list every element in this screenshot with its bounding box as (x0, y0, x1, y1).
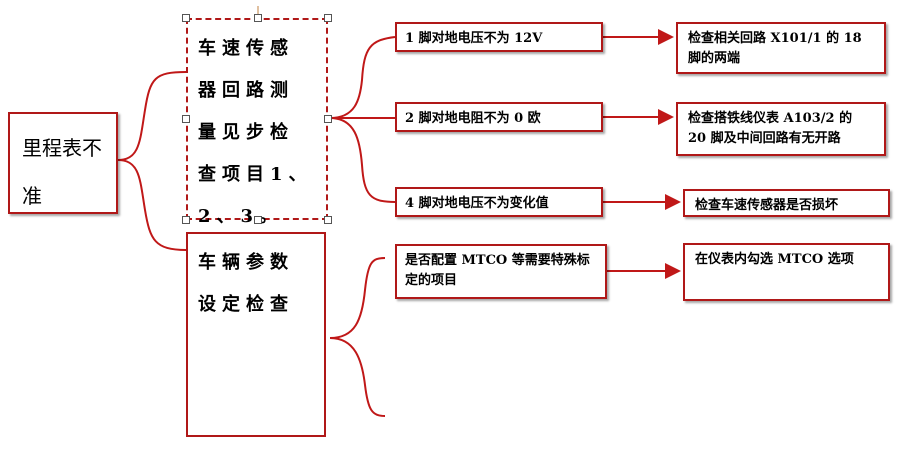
root-brace-lower (117, 159, 187, 251)
branch-1-node[interactable]: 车速传感器回路测量见步检查项目1、2、3。 (186, 18, 328, 227)
selection-handle[interactable] (182, 14, 190, 22)
check-3-label: 4 脚对地电压不为变化值 (405, 196, 549, 211)
selection-handle[interactable] (324, 115, 332, 123)
check-2-node[interactable]: 2 脚对地电阻不为 0 欧 (395, 102, 603, 132)
check-2-label: 2 脚对地电阻不为 0 欧 (405, 111, 541, 126)
action-1-label: 检查相关回路 X101/1 的 18 脚的两端 (688, 31, 862, 66)
branch-2-label: 车辆参数设定检查 (198, 252, 294, 315)
root-label: 里程表不准 (22, 136, 102, 208)
selection-handle[interactable] (254, 14, 262, 22)
action-3-node[interactable]: 检查车速传感器是否损坏 (683, 189, 890, 217)
action-1-node[interactable]: 检查相关回路 X101/1 的 18 脚的两端 (676, 22, 886, 74)
selection-handle[interactable] (182, 216, 190, 224)
selection-handle[interactable] (324, 216, 332, 224)
branch-2-node[interactable]: 车辆参数设定检查 (186, 232, 326, 437)
root-node[interactable]: 里程表不准 (8, 112, 118, 214)
branch2-brace-bottom (329, 337, 386, 417)
check-4-label: 是否配置 MTCO 等需要特殊标定的项目 (405, 253, 590, 288)
check-1-node[interactable]: 1 脚对地电压不为 12V (395, 22, 603, 52)
root-brace (117, 71, 187, 161)
check-4-node[interactable]: 是否配置 MTCO 等需要特殊标定的项目 (395, 244, 607, 299)
selection-handle[interactable] (182, 115, 190, 123)
branch1-brace-top (329, 36, 396, 119)
action-3-label: 检查车速传感器是否损坏 (695, 198, 839, 213)
check-3-node[interactable]: 4 脚对地电压不为变化值 (395, 187, 603, 217)
branch1-brace-bottom (329, 117, 396, 203)
selection-handle[interactable] (324, 14, 332, 22)
action-2-node[interactable]: 检查搭铁线仪表 A103/2 的 20 脚及中间回路有无开路 (676, 102, 886, 156)
action-4-node[interactable]: 在仪表内勾选 MTCO 选项 (683, 243, 890, 301)
selection-handle[interactable] (254, 216, 262, 224)
action-4-label: 在仪表内勾选 MTCO 选项 (695, 252, 854, 267)
check-1-label: 1 脚对地电压不为 12V (405, 31, 543, 46)
branch2-brace-top (329, 257, 386, 339)
branch-1-label: 车速传感器回路测量见步检查项目1、2、3。 (198, 38, 313, 227)
action-2-label: 检查搭铁线仪表 A103/2 的 20 脚及中间回路有无开路 (688, 111, 853, 146)
